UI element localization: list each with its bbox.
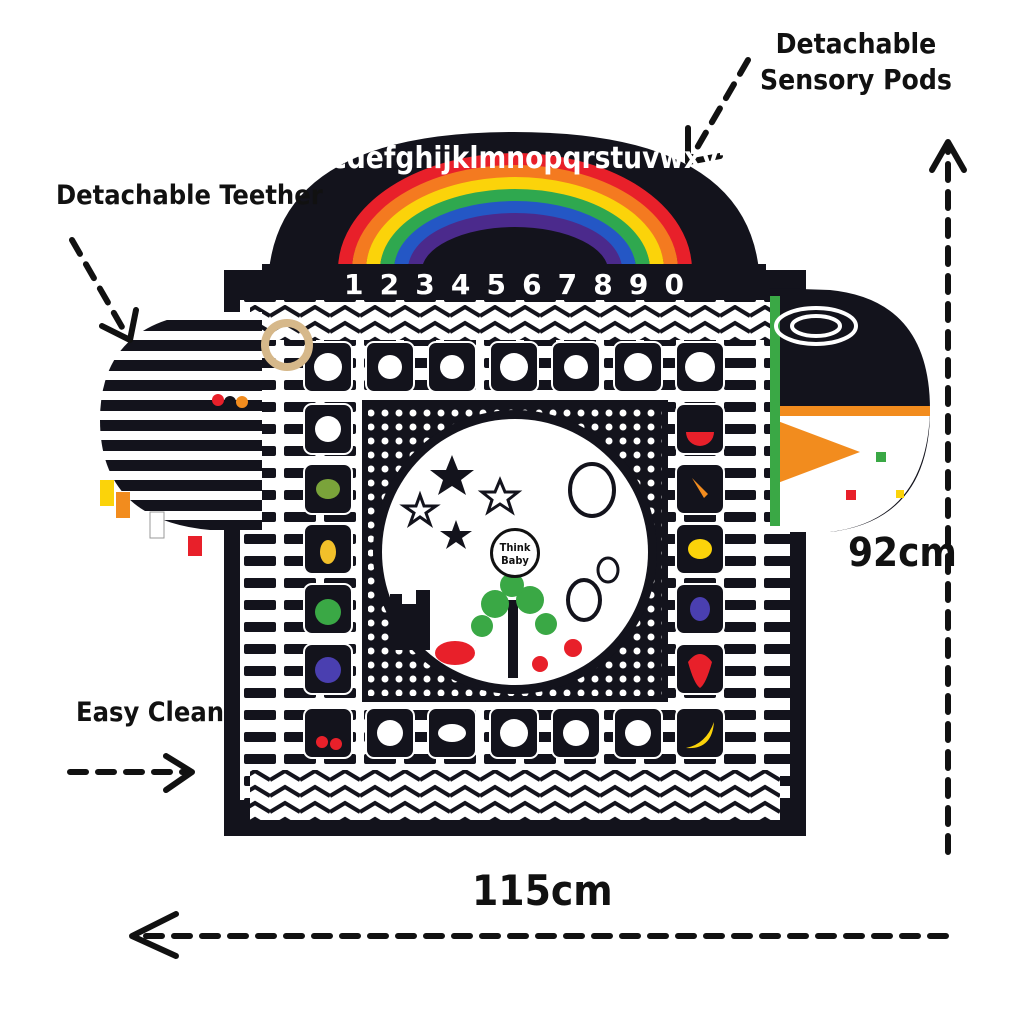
brand-line2: Baby — [501, 554, 529, 567]
sensory-pod — [770, 288, 930, 532]
rainbow-arch — [262, 132, 766, 300]
teether-label: Detachable Teether — [56, 180, 323, 211]
arrows — [67, 57, 967, 959]
easy-clean-label: Easy Clean — [76, 697, 225, 728]
height-label: 92cm — [848, 530, 957, 576]
brand-logo: Think Baby — [490, 528, 540, 578]
sensory-pods-text: Detachable Sensory Pods — [760, 27, 952, 96]
teether-pod — [100, 312, 313, 556]
tile-icons — [314, 352, 715, 750]
width-label: 115cm — [472, 866, 613, 915]
numbers-text: 1 2 3 4 5 6 7 8 9 0 — [344, 268, 684, 301]
sensory-pods-label: Detachable Sensory Pods — [760, 26, 952, 98]
brand-line1: Think — [499, 541, 531, 554]
alphabet-text: abcdefghijklmnopqrstuvwxyz — [294, 141, 734, 176]
